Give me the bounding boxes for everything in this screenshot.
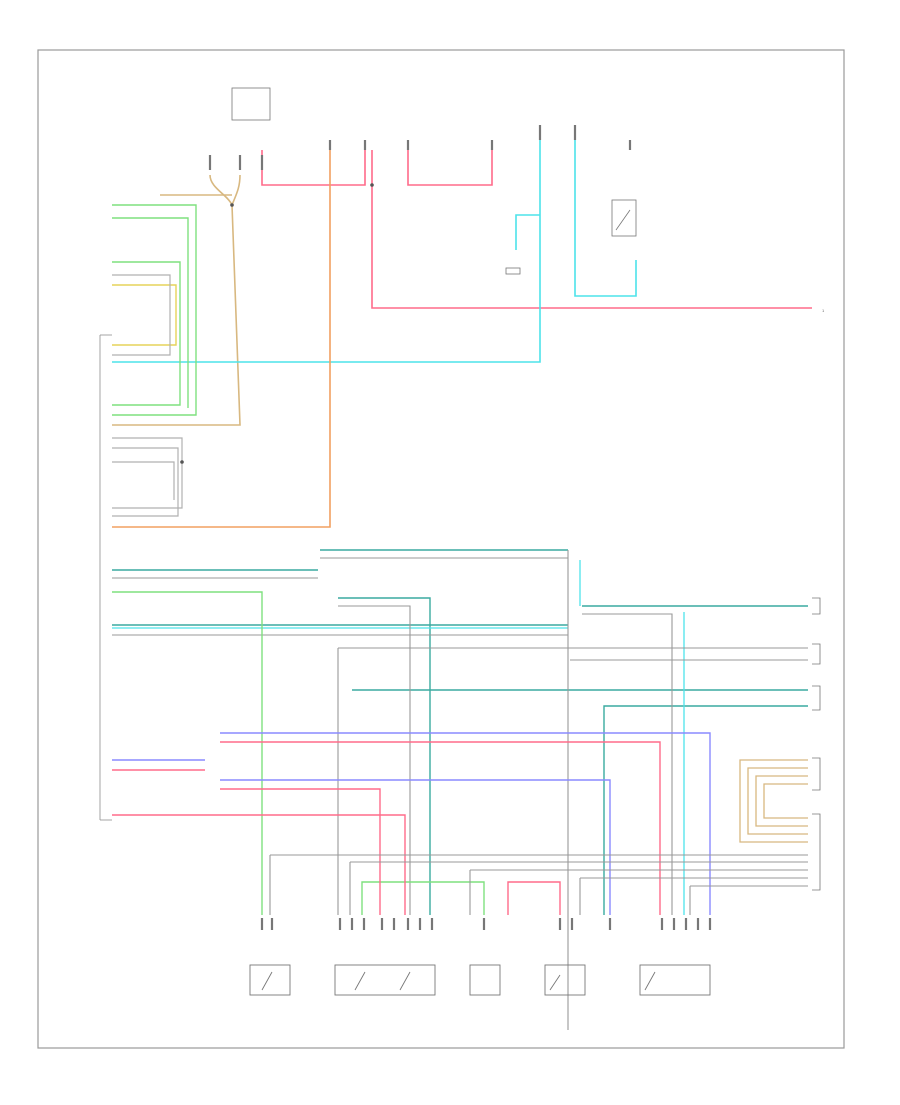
right-gray-runs xyxy=(269,854,808,915)
ground-symbol xyxy=(505,267,521,275)
right-connectors xyxy=(812,597,821,891)
orange-wire xyxy=(112,150,331,528)
pin-stubs xyxy=(208,125,712,930)
page-border xyxy=(37,49,845,1049)
dark-runs-mid xyxy=(112,550,808,1030)
page-code: 1 xyxy=(822,308,825,313)
tps-1-box xyxy=(544,964,586,996)
teal-runs xyxy=(112,549,808,915)
vss-box xyxy=(249,964,291,996)
yellow-wire xyxy=(112,284,177,346)
green-long-run xyxy=(112,591,485,915)
pcm-bracket xyxy=(99,334,112,821)
ect-sensor-box xyxy=(469,964,501,996)
blue-runs xyxy=(112,732,711,915)
gray-harness xyxy=(112,274,183,517)
ignition-module-box xyxy=(231,87,271,121)
splices xyxy=(180,183,374,464)
bottom-components xyxy=(249,964,711,996)
starter-relay-box xyxy=(611,199,637,237)
right-tan-harness xyxy=(739,759,808,843)
pink-wire-top xyxy=(261,150,812,309)
cyan-runs-mid xyxy=(112,560,685,915)
green-harness xyxy=(112,204,197,416)
tan-harness xyxy=(112,174,241,426)
cmp-sensor-box xyxy=(334,964,436,996)
tps-2-box xyxy=(639,964,711,996)
top-fuse-blocks xyxy=(231,87,637,275)
cyan-wires xyxy=(112,130,637,363)
pink-runs xyxy=(112,741,661,915)
